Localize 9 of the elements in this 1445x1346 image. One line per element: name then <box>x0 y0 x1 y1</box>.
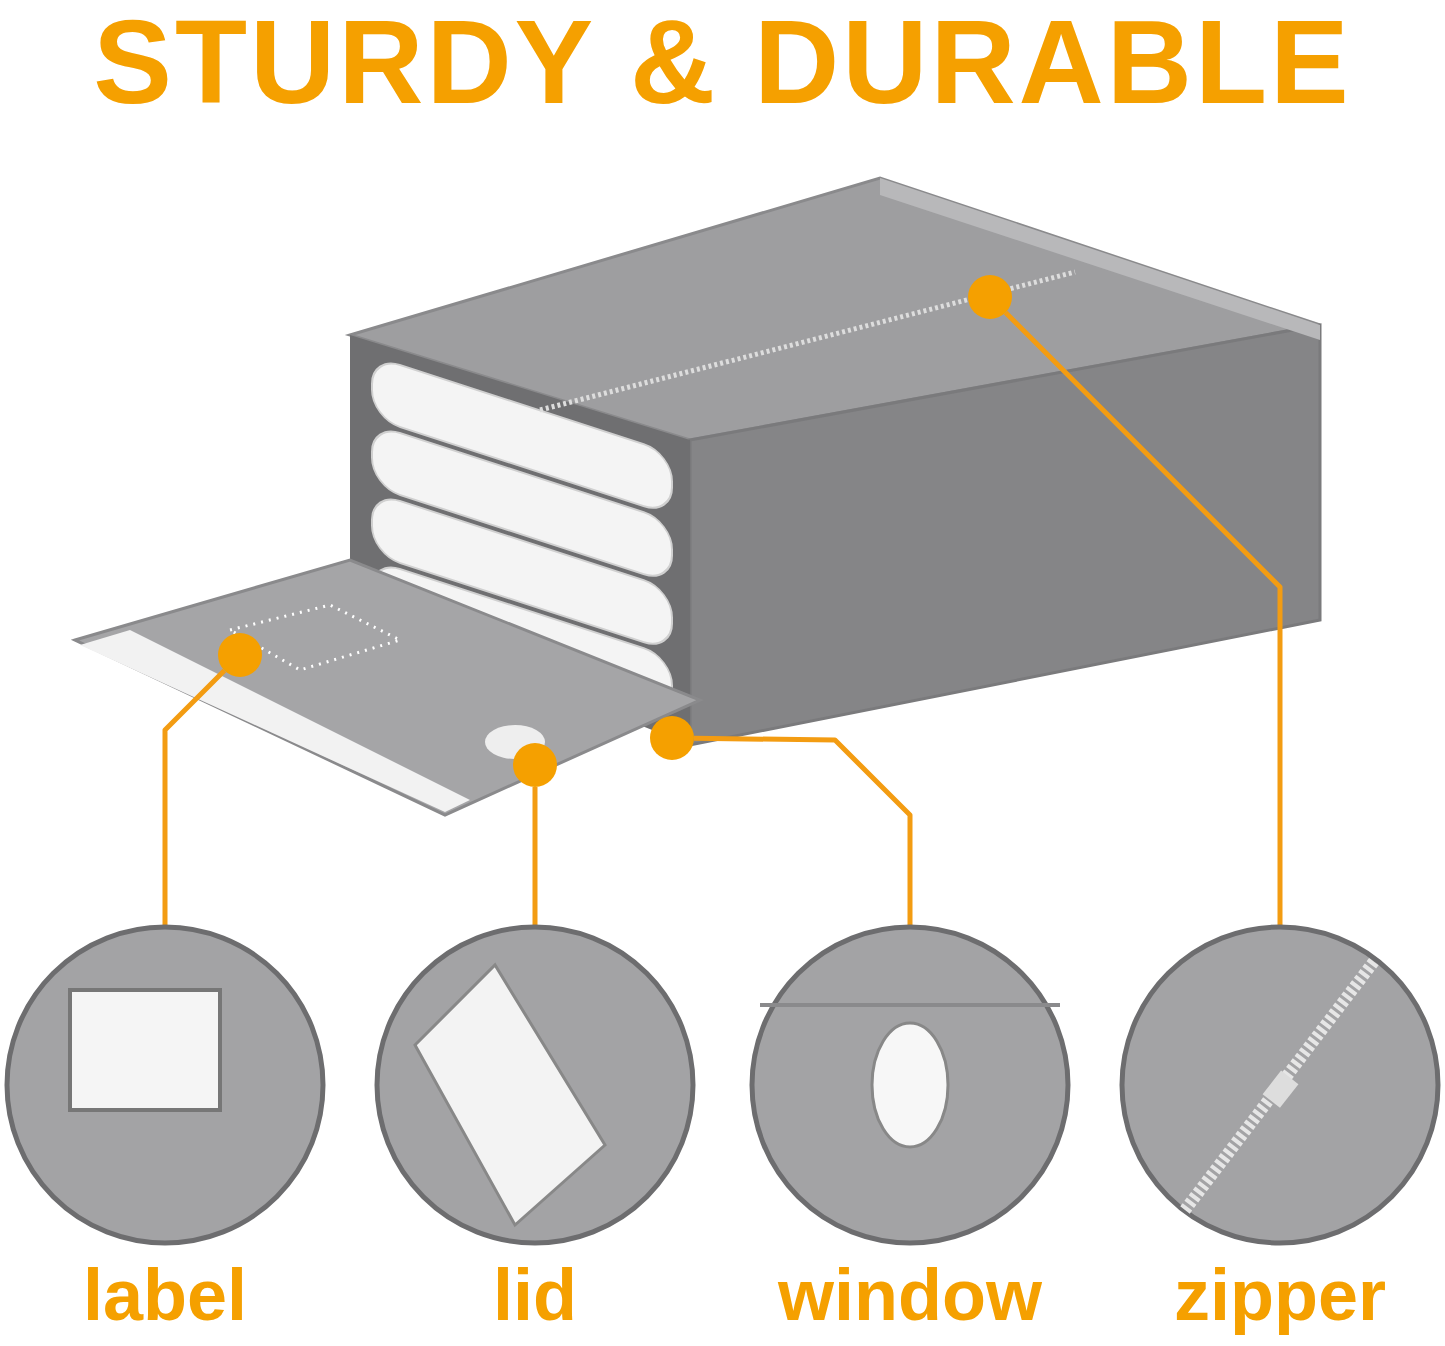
callout-label: lid <box>492 1255 578 1335</box>
title: STURDY & DURABLE <box>92 0 1353 125</box>
callout-label: window <box>777 1255 1043 1335</box>
callout-label: zipper <box>1173 1255 1387 1335</box>
leader-line <box>1003 310 1283 927</box>
leader-line <box>162 668 227 927</box>
leader-line <box>693 735 913 927</box>
callout-label: label <box>81 1255 249 1335</box>
leader-line <box>532 787 538 927</box>
